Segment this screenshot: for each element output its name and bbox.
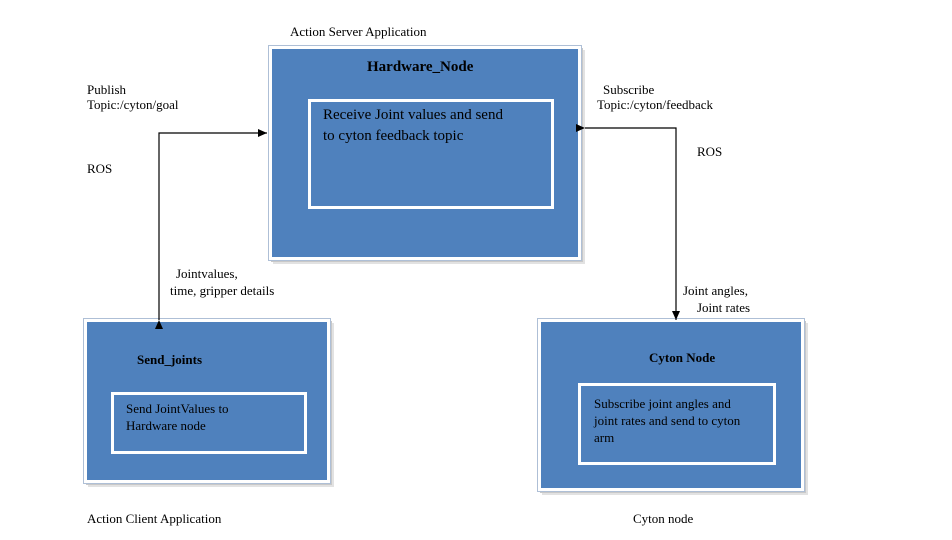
send-joints-box: Send_joints Send JointValues to Hardware… xyxy=(83,318,331,484)
hardware-node-inner-line2: to cyton feedback topic xyxy=(323,128,464,144)
send-joints-inner-line1: Send JointValues to xyxy=(126,401,229,416)
action-client-label: Action Client Application xyxy=(87,511,222,526)
hardware-node-box: Hardware_Node Receive Joint values and s… xyxy=(268,45,582,261)
hardware-node-title: Hardware_Node xyxy=(367,59,474,75)
cyton-node-inner-line3: arm xyxy=(594,430,615,445)
ros-right-label: ROS xyxy=(697,144,723,159)
subscribe-label: Subscribe xyxy=(603,82,655,97)
publish-topic-label: Topic:/cyton/goal xyxy=(87,97,179,112)
jointangles-label-line2: Joint rates xyxy=(697,300,751,315)
cyton-node-inner-box: Subscribe joint angles and joint rates a… xyxy=(578,383,776,465)
ros-left-label: ROS xyxy=(87,161,113,176)
send-joints-inner-box: Send JointValues to Hardware node xyxy=(111,392,307,454)
send-joints-title: Send_joints xyxy=(137,352,203,367)
send-joints-inner-line2: Hardware node xyxy=(126,418,206,433)
left-connector-arrow xyxy=(155,129,267,329)
cyton-node-title: Cyton Node xyxy=(649,350,716,365)
subscribe-topic-label: Topic:/cyton/feedback xyxy=(597,97,714,112)
cyton-node-inner-line2: joint rates and send to cyton xyxy=(594,413,741,428)
cyton-node-inner-line1: Subscribe joint angles and xyxy=(594,396,731,411)
hardware-node-inner-box: Receive Joint values and send to cyton f… xyxy=(308,99,554,209)
cyton-node-box: Cyton Node Subscribe joint angles and jo… xyxy=(537,318,805,492)
hardware-node-inner-line1: Receive Joint values and send xyxy=(323,107,503,123)
jointangles-label-line1: Joint angles, xyxy=(683,283,748,298)
publish-label: Publish xyxy=(87,82,127,97)
action-server-label: Action Server Application xyxy=(290,24,427,39)
right-connector-arrow xyxy=(576,124,680,320)
cyton-node-caption: Cyton node xyxy=(633,511,694,526)
